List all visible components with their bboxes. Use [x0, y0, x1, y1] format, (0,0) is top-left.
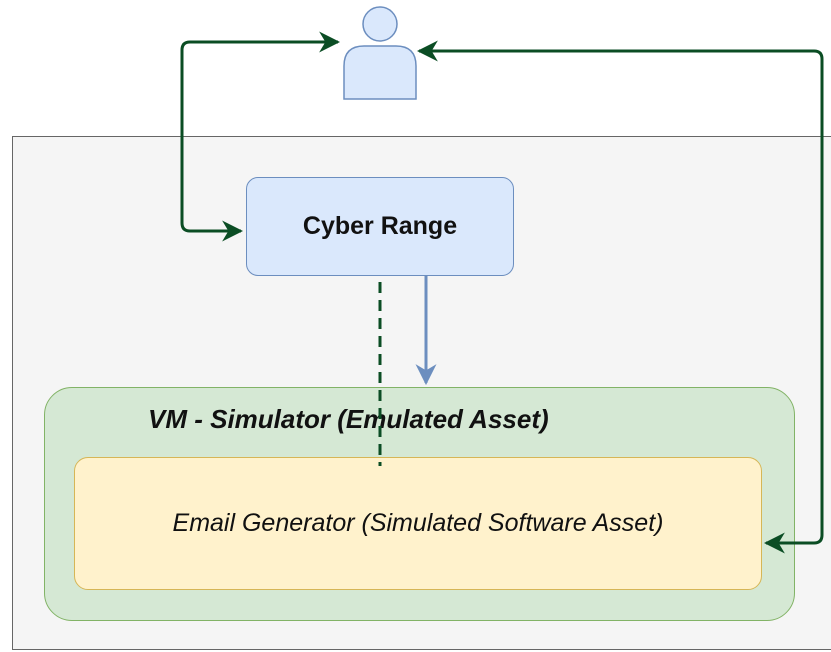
- user-icon: [343, 6, 417, 100]
- user-email-generator-connector: [416, 40, 824, 554]
- user-cyber-range-connector: [180, 31, 341, 242]
